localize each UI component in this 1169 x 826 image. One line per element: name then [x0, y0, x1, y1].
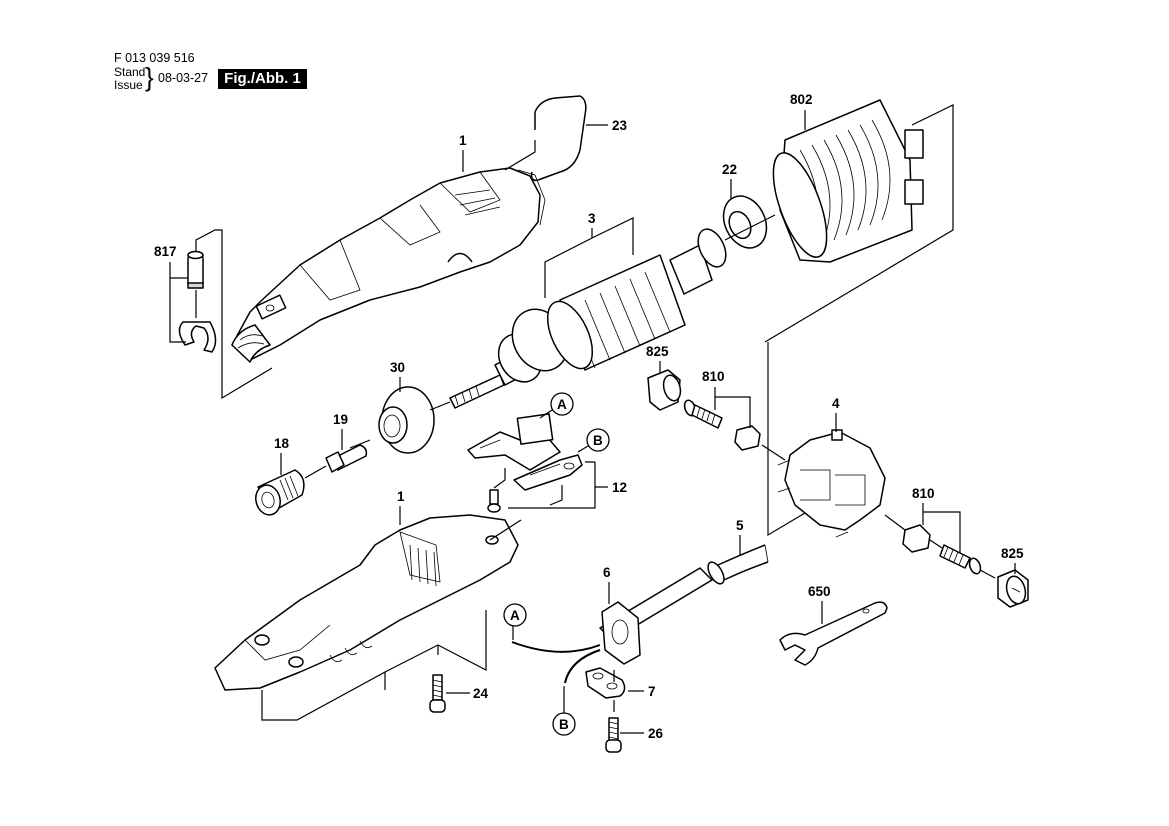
brace-symbol: } — [145, 62, 154, 92]
carbon-brush-right-part[interactable] — [902, 524, 931, 553]
callout-3: 3 — [588, 211, 596, 226]
spindle-lock-part[interactable] — [178, 250, 217, 353]
brush-cap-left-part[interactable] — [647, 369, 683, 411]
callout-817: 817 — [154, 244, 177, 259]
callout-5: 5 — [736, 518, 744, 533]
callout-23: 23 — [612, 118, 628, 133]
armature-part[interactable] — [449, 225, 731, 409]
front-bearing-part[interactable] — [378, 386, 435, 454]
axis-22 — [724, 214, 776, 241]
axis-810-left — [761, 444, 786, 461]
leader-24-frame — [261, 610, 487, 721]
axis-12-screw — [493, 468, 506, 489]
field-coil-part[interactable] — [762, 99, 924, 264]
connector-a-top: A — [557, 397, 567, 412]
callout-825-right: 825 — [1001, 546, 1024, 561]
connector-b-top-circle — [586, 428, 610, 452]
callout-4: 4 — [832, 396, 840, 411]
document-number: F 013 039 516 — [114, 51, 195, 65]
leader-b-top — [577, 445, 589, 453]
carbon-brush-left-part[interactable] — [734, 425, 761, 451]
leader-810-left — [714, 387, 751, 428]
callout-26: 26 — [648, 726, 664, 741]
brush-plate-part[interactable] — [467, 413, 583, 491]
callout-22: 22 — [722, 162, 737, 177]
callout-12: 12 — [612, 480, 627, 495]
leader-12 — [508, 461, 608, 509]
cord-clamp-part[interactable] — [585, 667, 626, 699]
spring-clip-part[interactable] — [530, 95, 587, 182]
connector-a-bottom-circle — [503, 603, 527, 627]
connector-a-top-circle — [550, 392, 574, 416]
cord-guard-part[interactable] — [601, 601, 641, 665]
figure-badge: Fig./Abb. 1 — [218, 69, 307, 89]
callout-6: 6 — [603, 565, 611, 580]
connector-b-bottom: B — [559, 717, 569, 732]
brush-holder-part[interactable] — [777, 429, 886, 538]
callout-802: 802 — [790, 92, 813, 107]
axis-12-housing — [489, 519, 522, 541]
leader-a-top — [539, 409, 553, 419]
wrench-part[interactable] — [779, 601, 888, 666]
callout-1-top: 1 — [459, 133, 467, 148]
callout-825-left: 825 — [646, 344, 669, 359]
callout-810-right: 810 — [912, 486, 935, 501]
leader-817 — [169, 262, 188, 343]
leader-23-link — [504, 140, 536, 171]
callout-24: 24 — [473, 686, 489, 701]
collet-nut-part[interactable] — [253, 469, 305, 518]
lower-housing-part[interactable] — [214, 514, 519, 691]
brush-cap-right-part[interactable] — [997, 569, 1029, 608]
callout-810-left: 810 — [702, 369, 725, 384]
collet-part[interactable] — [325, 444, 368, 473]
callout-30: 30 — [390, 360, 405, 375]
callout-7: 7 — [648, 684, 656, 699]
leader-817-frame — [195, 229, 273, 400]
callout-19: 19 — [333, 412, 348, 427]
issue-label: Issue — [114, 78, 143, 92]
axis-18 — [304, 465, 327, 479]
issue-date: 08-03-27 — [158, 71, 209, 85]
callout-650: 650 — [808, 584, 831, 599]
leader-3 — [544, 217, 634, 298]
brush-spring-right-part[interactable] — [939, 544, 982, 575]
brush-spring-left-part[interactable] — [683, 399, 723, 429]
connector-b-top: B — [593, 433, 603, 448]
stand-label: Stand — [114, 65, 146, 79]
upper-housing-part[interactable] — [231, 167, 546, 363]
connector-a-bottom: A — [510, 608, 520, 623]
cord-wires — [511, 641, 601, 684]
leader-810-right — [922, 503, 961, 554]
screw-24-part[interactable] — [429, 674, 446, 713]
axis-30 — [349, 401, 451, 449]
screw-26-part[interactable] — [605, 717, 622, 753]
axis-825-right — [884, 514, 996, 579]
leader-802-frame — [764, 104, 954, 343]
callout-1-bottom: 1 — [397, 489, 405, 504]
brush-plate-screw-part[interactable] — [487, 489, 501, 513]
callout-18: 18 — [274, 436, 290, 451]
leader-4-frame — [767, 342, 806, 537]
